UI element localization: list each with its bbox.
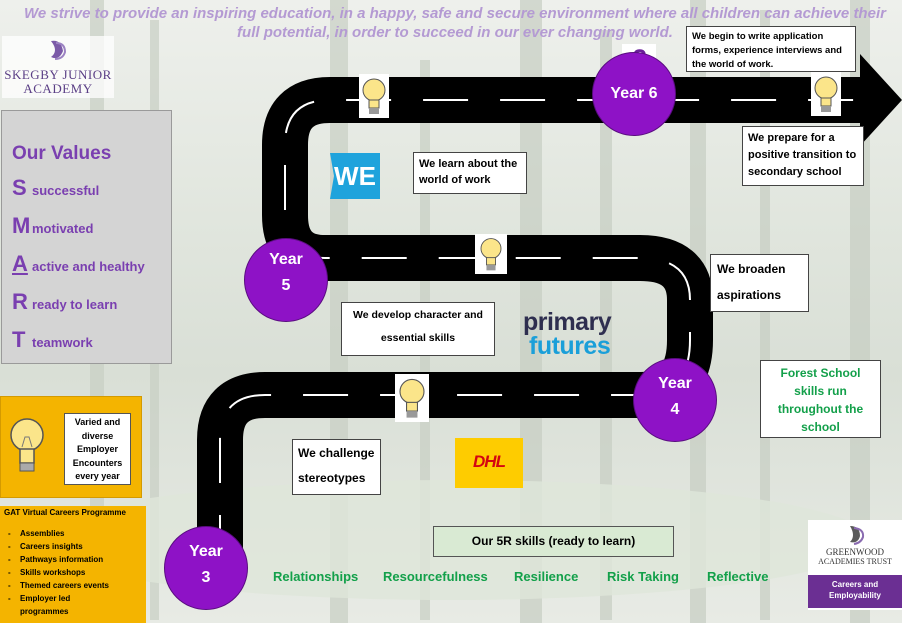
value-word: active and healthy: [32, 259, 145, 274]
application-box: We begin to write application forms, exp…: [686, 26, 856, 72]
lightbulb-icon: [811, 72, 841, 116]
employer-encounters-box: Varied and diverse Employer Encounters e…: [0, 396, 142, 498]
school-logo: SKEGBY JUNIOR ACADEMY: [2, 36, 114, 98]
year-5-circle: Year 5: [244, 238, 328, 322]
greenwood-emblem: [850, 526, 865, 545]
year-4-number: 4: [670, 401, 680, 418]
skill-relationships: Relationships: [273, 569, 359, 584]
year-6-label: Year 6: [610, 85, 658, 102]
mission-statement: We strive to provide an inspiring educat…: [24, 5, 886, 41]
year-4-label: Year: [658, 375, 692, 392]
list-item-text: Employer led: [20, 594, 71, 603]
lightbulb-icon: [359, 74, 389, 118]
year-3-number: 3: [201, 569, 211, 586]
year-5-number: 5: [281, 277, 291, 294]
list-item-text: Assemblies: [20, 529, 65, 538]
transition-box: We prepare for a positive transition to …: [742, 126, 864, 186]
list-item: -Themed careers events: [8, 581, 109, 590]
lightbulb-icon: [10, 418, 44, 472]
primary-futures-logo: primary futures: [523, 308, 633, 360]
greenwood-line4: Employability: [828, 591, 881, 600]
value-letter: M: [12, 213, 31, 238]
greenwood-line2: ACADEMIES TRUST: [818, 557, 892, 566]
values-title: Our Values: [12, 143, 112, 164]
world-of-work-box: We learn about the world of work: [413, 152, 527, 194]
value-letter: R: [12, 289, 28, 314]
list-item: programmes: [20, 607, 68, 616]
list-item-text: Pathways information: [20, 555, 104, 564]
primary-futures-line1: primary: [523, 308, 612, 336]
value-word: successful: [32, 183, 100, 198]
lightbulb-icon: [475, 234, 507, 274]
skill-resilience: Resilience: [514, 569, 579, 584]
character-box: We develop character and essential skill…: [341, 302, 495, 356]
year-3-circle: Year 3: [164, 526, 248, 610]
list-item-text: Careers insights: [20, 542, 83, 551]
forest-school-box: Forest School skills run throughout the …: [760, 360, 881, 438]
lightbulb-icon: [395, 374, 429, 422]
road-arrow: [860, 54, 902, 146]
skill-risk-taking: Risk Taking: [607, 569, 680, 584]
careers-programme-title: GAT Virtual Careers Programme: [4, 508, 126, 517]
year-4-circle: Year 4: [633, 358, 717, 442]
list-item-text: Themed careers events: [20, 581, 109, 590]
dhl-logo: DHL: [455, 438, 523, 488]
list-item: -Careers insights: [8, 542, 83, 551]
skill-resourcefulness: Resourcefulness: [383, 569, 488, 584]
skill-reflective: Reflective: [707, 569, 769, 584]
year-3-label: Year: [189, 543, 223, 560]
value-letter: A: [12, 251, 28, 276]
five-r-skills-box: Our 5R skills (ready to learn): [433, 526, 674, 557]
dhl-logo-text: DHL: [473, 452, 506, 471]
careers-programme-box: GAT Virtual Careers Programme -Assemblie…: [0, 506, 146, 623]
greenwood-line3: Careers and: [831, 580, 879, 589]
greenwood-logo: GREENWOOD ACADEMIES TRUST Careers and Em…: [808, 520, 902, 610]
value-letter: S: [12, 175, 27, 200]
list-item: -Employer led: [8, 594, 71, 603]
stereotypes-box: We challenge stereotypes: [292, 439, 381, 495]
aspirations-box: We broaden aspirations: [710, 254, 809, 312]
primary-futures-line2: futures: [529, 332, 611, 360]
list-item: -Pathways information: [8, 555, 104, 564]
year-5-label: Year: [269, 251, 303, 268]
value-letter: T: [12, 327, 26, 352]
list-item: -Assemblies: [8, 529, 65, 538]
school-name-line2: ACADEMY: [23, 81, 93, 96]
greenwood-careers-band: Careers and Employability: [808, 575, 902, 608]
list-item-text: programmes: [20, 607, 69, 616]
school-name-line1: SKEGBY JUNIOR: [4, 67, 112, 82]
value-word: motivated: [32, 221, 94, 236]
year-6-circle: Year 6: [592, 52, 676, 136]
greenwood-line1: GREENWOOD: [826, 547, 884, 557]
value-word: ready to learn: [32, 297, 118, 312]
school-logo-emblem: [51, 40, 67, 60]
employer-encounters-text: Varied and diverse Employer Encounters e…: [64, 413, 131, 485]
list-item-text: Skills workshops: [20, 568, 86, 577]
value-word: teamwork: [32, 335, 93, 350]
we-logo: WE: [330, 153, 380, 199]
list-item: -Skills workshops: [8, 568, 86, 577]
